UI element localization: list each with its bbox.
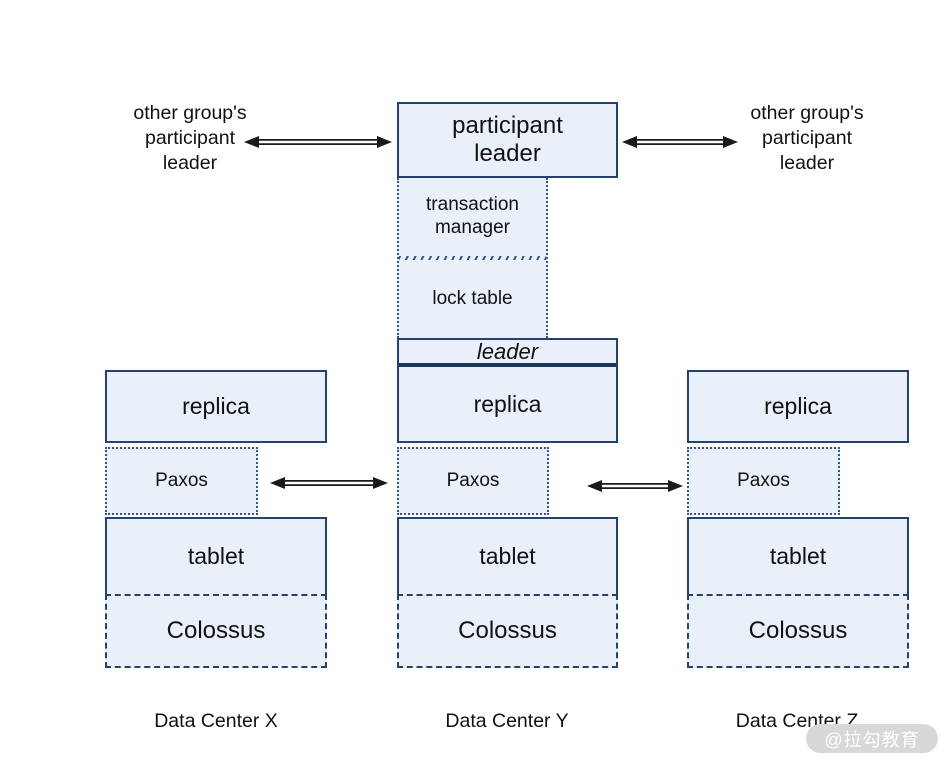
datacenter-y-label: Data Center Y (445, 710, 569, 732)
tablet-box-x: tablet (105, 517, 327, 594)
bidirectional-arrow-icon (244, 136, 392, 148)
tablet-box-y: tablet (397, 517, 618, 594)
other-group-right-label: other group's participant leader (750, 102, 864, 174)
colossus-box-z: Colossus (687, 594, 909, 668)
replica-box-x: replica (105, 370, 327, 443)
leader-replica-box: leader replica (397, 338, 618, 443)
other-group-left-label: other group's participant leader (133, 102, 247, 174)
bidirectional-arrow-icon (270, 477, 388, 489)
replica-box-z: replica (687, 370, 909, 443)
lock-table-box: lock table (432, 287, 513, 309)
leader-label: leader (399, 339, 616, 367)
transaction-stack: transaction manager lock table (397, 178, 548, 338)
datacenter-x-label: Data Center X (154, 710, 278, 732)
tablet-box-z: tablet (687, 517, 909, 594)
paxos-box-x: Paxos (105, 447, 258, 515)
paxos-box-y: Paxos (397, 447, 549, 515)
watermark-badge: @拉勾教育 (806, 724, 938, 753)
participant-leader-box: participant leader (397, 102, 618, 178)
replica-box-y: replica (473, 390, 542, 417)
paxos-box-z: Paxos (687, 447, 840, 515)
colossus-box-x: Colossus (105, 594, 327, 668)
transaction-manager-box: transaction manager (426, 194, 519, 238)
bidirectional-arrow-icon (587, 480, 683, 492)
bidirectional-arrow-icon (622, 136, 738, 148)
slash-divider (399, 256, 546, 260)
colossus-box-y: Colossus (397, 594, 618, 668)
